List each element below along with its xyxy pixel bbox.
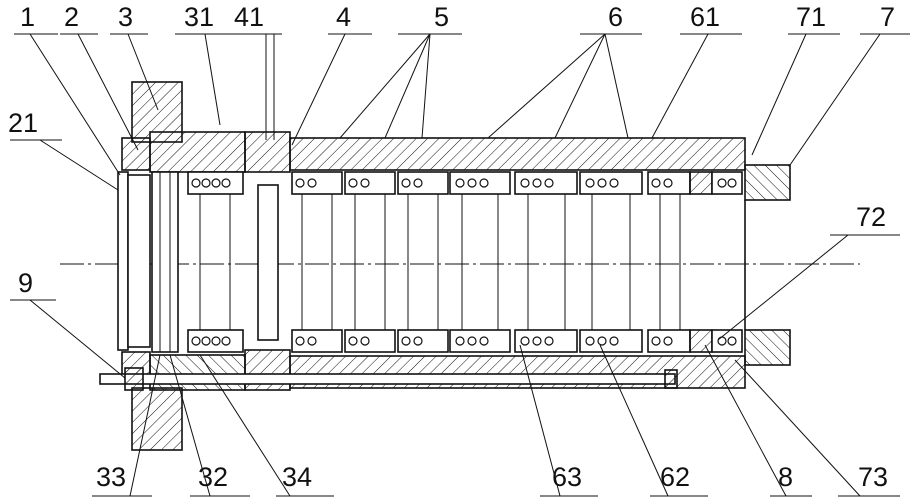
- callout-63: 63: [552, 462, 582, 492]
- ball-elements: [191, 178, 737, 346]
- callout-4: 4: [336, 2, 351, 32]
- callout-9: 9: [18, 268, 33, 298]
- callout-71: 71: [796, 2, 826, 32]
- callout-2: 2: [64, 2, 79, 32]
- callout-73: 73: [858, 462, 888, 492]
- callout-1: 1: [20, 2, 35, 32]
- callout-7: 7: [880, 2, 895, 32]
- callout-72: 72: [856, 202, 886, 232]
- callout-33: 33: [96, 462, 126, 492]
- callout-61: 61: [690, 2, 720, 32]
- tapered-roller-bearing: [151, 171, 179, 353]
- end-housing-bottom: [744, 329, 791, 366]
- leader-lines: [10, 33, 910, 497]
- seal-plate: [117, 171, 129, 351]
- end-cover-upper: [149, 131, 246, 173]
- callout-41: 41: [234, 2, 264, 32]
- callout-21: 21: [8, 108, 38, 138]
- spacer-upper: [244, 131, 291, 173]
- callout-5: 5: [434, 2, 449, 32]
- callout-62: 62: [660, 462, 690, 492]
- bearing-races: [199, 194, 746, 330]
- rod-nut-left: [124, 367, 144, 391]
- callout-3: 3: [118, 2, 133, 32]
- spacer-ring: [257, 184, 279, 341]
- housing-top: [289, 137, 746, 171]
- rod-nut-right: [664, 369, 678, 389]
- end-housing-top: [744, 164, 791, 201]
- ring-upper-left: [121, 137, 151, 171]
- flange-lower: [131, 387, 183, 451]
- shaft-inner: [127, 174, 151, 348]
- callout-34: 34: [282, 462, 312, 492]
- tie-rod: [99, 373, 676, 385]
- callout-6: 6: [608, 2, 623, 32]
- callout-32: 32: [198, 462, 228, 492]
- bearing-stack: [187, 171, 743, 353]
- callout-31: 31: [184, 2, 214, 32]
- callout-8: 8: [778, 462, 793, 492]
